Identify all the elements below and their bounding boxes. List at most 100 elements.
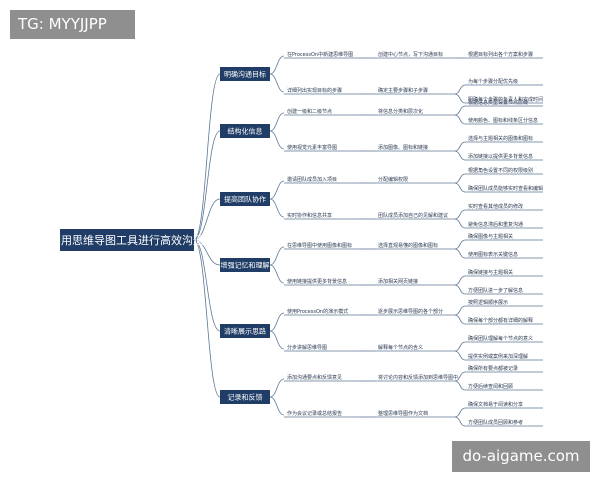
link-step-detail: [454, 209, 466, 220]
step-label: 选择直观易懂的图像和图标: [378, 242, 438, 249]
link-step-detail: [454, 380, 466, 391]
link-step-detail: [454, 275, 466, 286]
link-branch-topic: [269, 264, 285, 284]
link-root-branch: [193, 130, 221, 241]
link-branch-topic: [269, 312, 285, 332]
detail-label: 方便团队成员回顾和参考: [468, 419, 523, 426]
step-label: 将信息分类和层次化: [378, 108, 423, 115]
step-label: 创建中心节点，写下沟通目标: [378, 51, 443, 58]
root-node: [60, 229, 194, 251]
detail-label: 按照逻辑顺序展示: [468, 299, 508, 306]
link-step-detail: [454, 284, 466, 295]
link-root-branch: [193, 239, 221, 332]
detail-label: 选择与主题相关的图像和图标: [468, 135, 533, 142]
step-label: 添加相关网页链接: [378, 278, 418, 285]
detail-label: 方便后续查阅和回顾: [468, 383, 513, 390]
detail-label: 避免信息滞后和重复沟通: [468, 221, 523, 228]
mindmap-links: [193, 55, 543, 427]
branch-node: [220, 124, 270, 138]
link-root-branch: [193, 73, 221, 241]
detail-label: 实时查看其他成员的修改: [468, 203, 523, 210]
detail-label: 添加链接以提供更多背景信息: [468, 153, 533, 160]
link-step-detail: [454, 93, 466, 104]
detail-label: 明确每个步骤的负责人和完成时间: [468, 96, 543, 103]
topic-label: 创建一级和二级节点: [287, 108, 332, 115]
detail-label: 为每个步骤分配优先级: [468, 78, 518, 85]
link-step-detail: [454, 114, 466, 125]
link-step-detail: [454, 350, 466, 361]
detail-label: 根据角色设置不同的权限级别: [468, 167, 533, 174]
branch-node: [220, 192, 270, 206]
detail-label: 确保文档易于阅读和分享: [468, 401, 523, 408]
detail-label: 使用图标表示关键信息: [468, 251, 518, 258]
topic-label: 邀请团队成员加入项目: [287, 176, 337, 183]
detail-label: 方便团队进一步了解信息: [468, 287, 523, 294]
site-watermark: do-aigame.com: [452, 441, 590, 472]
link-step-detail: [454, 305, 466, 316]
link-step-detail: [454, 314, 466, 325]
link-step-detail: [454, 416, 466, 427]
link-step-detail: [454, 182, 466, 193]
link-step-detail: [454, 150, 466, 161]
topic-label: 添加沟通要点和反馈意见: [287, 374, 342, 381]
detail-label: 确保团队成员能够实时查看和编辑: [468, 185, 543, 192]
link-step-detail: [454, 407, 466, 418]
branch-label: 明确沟通目标: [224, 70, 266, 79]
channel-tag: TG: MYYJJPP: [10, 10, 135, 39]
topic-label: 作为会议记录或总结报告: [287, 410, 342, 417]
link-step-detail: [454, 141, 466, 152]
detail-label: 确保链接与主题相关: [468, 269, 513, 276]
link-branch-topic: [269, 396, 285, 416]
topic-label: 在思维导图中使用图像和图标: [287, 242, 352, 249]
link-branch-topic: [269, 130, 285, 150]
branch-node: [220, 324, 270, 338]
link-branch-topic: [269, 180, 285, 200]
link-branch-topic: [269, 246, 285, 266]
link-root-branch: [193, 198, 221, 241]
branch-label: 记录和反馈: [228, 393, 263, 402]
step-label: 解释每个节点的含义: [378, 344, 423, 351]
link-step-detail: [454, 239, 466, 250]
link-branch-topic: [269, 330, 285, 350]
link-root-branch: [193, 239, 221, 266]
branch-node: [220, 67, 270, 81]
branch-label: 清晰展示思路: [224, 327, 266, 336]
step-label: 团队成员添加自己的见解和建议: [378, 212, 448, 219]
link-step-detail: [454, 248, 466, 259]
link-branch-topic: [269, 73, 285, 93]
branch-node: [220, 390, 270, 404]
topic-label: 实时协作和信息共享: [287, 212, 332, 219]
step-label: 分配编辑权限: [378, 176, 408, 183]
link-root-branch: [193, 239, 221, 398]
link-branch-topic: [269, 55, 285, 75]
link-step-detail: [454, 84, 466, 95]
topic-label: 使用视觉元素丰富导图: [287, 144, 337, 151]
detail-label: 确保所有要点都被记录: [468, 365, 518, 372]
detail-label: 根据目标列出各个方案和步骤: [468, 51, 533, 58]
topic-label: 详细列出实现目标的步骤: [287, 87, 342, 94]
link-branch-topic: [269, 198, 285, 218]
topic-label: 在ProcessOn中新建思维导图: [287, 51, 353, 58]
step-label: 添加图像、图标和链接: [378, 144, 428, 151]
link-branch-topic: [269, 112, 285, 132]
detail-label: 确保图像与主题相关: [468, 233, 513, 240]
topic-label: 使用ProcessOn的演示模式: [287, 308, 348, 315]
step-label: 逐步展示思维导图的各个部分: [378, 308, 443, 315]
link-step-detail: [454, 371, 466, 382]
step-label: 确定主要步骤和子步骤: [378, 87, 428, 94]
root-label: 利用思维导图工具进行高效沟通: [50, 233, 204, 247]
detail-label: 根据信息类型设置节点层级: [468, 99, 528, 106]
branch-label: 提高团队协作: [224, 195, 266, 204]
link-step-detail: [454, 173, 466, 184]
detail-label: 提供实例或案例来加深理解: [468, 353, 528, 360]
branch-label: 增强记忆和理解: [221, 261, 270, 270]
detail-label: 使用颜色、图标和线条区分信息: [468, 117, 538, 124]
link-step-detail: [454, 218, 466, 229]
branch-node: [220, 258, 270, 272]
topic-label: 使用链接提供更多背景信息: [287, 278, 347, 285]
step-label: 整理思维导图作为文档: [378, 410, 428, 417]
link-branch-topic: [269, 378, 285, 398]
link-step-detail: [454, 105, 466, 116]
step-label: 将讨论内容和反馈添加到思维导图中: [378, 374, 458, 381]
